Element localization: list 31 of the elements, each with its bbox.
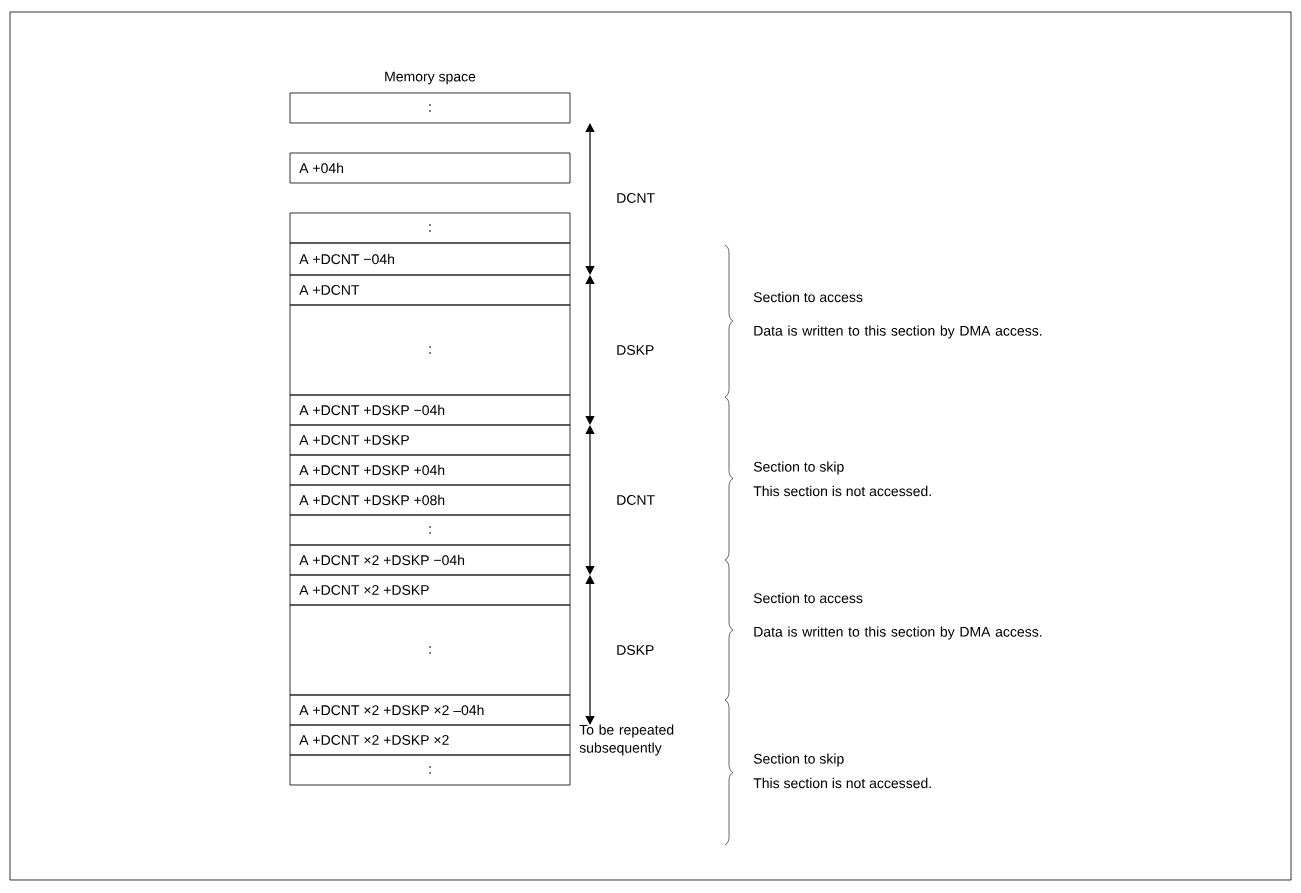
memory-cell: A +DCNT ×2 +DSKP ×2 –04h [289,694,571,726]
memory-cell: A +DCNT ×2 +DSKP −04h [289,544,571,576]
dimension-label: DSKP [617,345,654,355]
memory-cell: A +DCNT ×2 +DSKP ×2 [289,724,571,756]
memory-cell: : [289,304,571,396]
memory-cell: A +DCNT +DSKP +08h [289,484,571,516]
note-text: To be repeated subsequently [579,724,674,756]
memory-cell: A +DCNT +DSKP +04h [289,454,571,486]
memory-cell: A +DCNT ×2 +DSKP [289,574,571,606]
section-note: Data is written to this section by DMA access. [754,325,1042,339]
dimension-label: DCNT [617,193,655,203]
section-note: This section is not accessed. [753,777,931,789]
memory-cell: : [289,92,571,124]
dimension-label: DCNT [617,495,655,505]
memory-cell: A +04h [289,152,571,184]
section-heading: Section to access [753,592,863,604]
memory-cell: A +DCNT +DSKP −04h [289,394,571,426]
memory-cell: : [289,514,571,546]
section-heading: Section to skip [753,461,844,475]
section-heading: Section to access [753,291,863,303]
column-heading: Memory space [385,71,476,85]
memory-cell: A +DCNT [289,274,571,306]
memory-cell: : [289,212,571,244]
memory-cell: A +DCNT +DSKP [289,424,571,456]
section-heading: Section to skip [753,753,844,767]
memory-cell: : [289,754,571,786]
memory-cell: A +DCNT −04h [289,242,571,276]
dimension-label: DSKP [617,645,654,655]
memory-cell: : [289,604,571,696]
section-note: Data is written to this section by DMA access. [754,626,1042,640]
section-note: This section is not accessed. [753,485,931,497]
